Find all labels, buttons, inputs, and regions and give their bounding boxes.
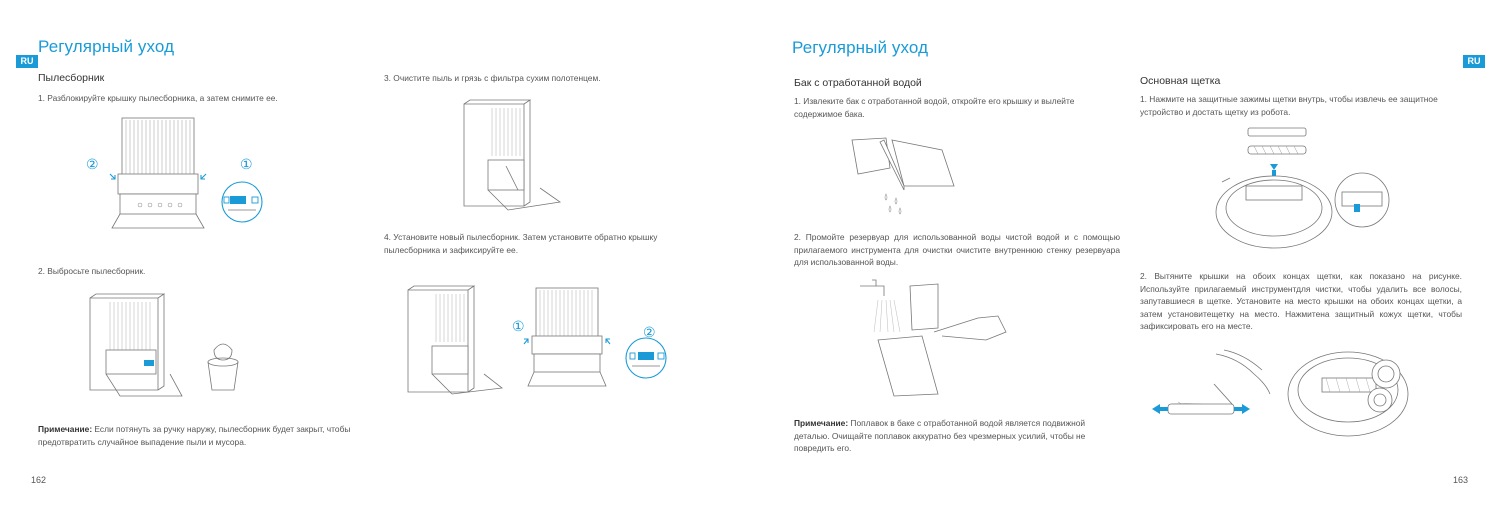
illustration-unlock-lid bbox=[109, 117, 263, 229]
section-heading-main-brush: Основная щетка bbox=[1140, 75, 1221, 87]
step-2-text: 2. Выбросьте пылесборник. bbox=[38, 266, 146, 276]
illustration-rinse-tank bbox=[860, 279, 1007, 397]
section-heading-wastewater: Бак с отработанной водой bbox=[794, 77, 922, 89]
b-step-2-text: 2. Вытяните крышки на обоих концах щетки… bbox=[1140, 271, 1462, 331]
step-3-text: 3. Очистите пыль и грязь с фильтра сухим… bbox=[384, 73, 601, 83]
callout-1-bottom-left: ① bbox=[512, 318, 525, 334]
illustration-dispose-dustbag bbox=[89, 293, 239, 397]
note-text-left: Если потянуть за ручку наружу, пылесборн… bbox=[38, 424, 351, 447]
lang-tag-right: RU bbox=[1463, 55, 1485, 68]
lang-tag-left: RU bbox=[16, 55, 38, 68]
note-left: Примечание: Если потянуть за ручку наруж… bbox=[38, 423, 368, 448]
note-label-right: Примечание: bbox=[794, 418, 849, 428]
b-step-1-text: 1. Нажмите на защитные зажимы щетки внут… bbox=[1140, 94, 1438, 117]
note-text-right: Поплавок в баке с отработанной водой явл… bbox=[794, 418, 1086, 453]
section-heading-dustbag: Пылесборник bbox=[38, 72, 105, 84]
note-right: Примечание: Поплавок в баке с отработанн… bbox=[794, 417, 1104, 455]
page-title-right: Регулярный уход bbox=[792, 38, 929, 57]
callout-2-top-left: ② bbox=[86, 156, 99, 172]
illustration-install-dustbag bbox=[407, 285, 667, 395]
callout-2-bottom-left: ② bbox=[643, 324, 656, 340]
callout-1-top-left: ① bbox=[240, 156, 253, 172]
illustration-clean-brush bbox=[1152, 349, 1409, 437]
a-step-2-text: 2. Промойте резервуар для использованной… bbox=[794, 232, 1120, 267]
illustration-remove-brush bbox=[1215, 127, 1390, 249]
a-step-1-text: 1. Извлеките бак с отработанной водой, о… bbox=[794, 96, 1075, 119]
page-number-left: 162 bbox=[31, 475, 47, 485]
page-number-right: 163 bbox=[1453, 475, 1469, 485]
illustration-clean-filter bbox=[463, 99, 562, 211]
illustration-empty-tank bbox=[851, 137, 955, 215]
page-title-left: Регулярный уход bbox=[38, 37, 175, 56]
step-4-text: 4. Установите новый пылесборник. Затем у… bbox=[384, 232, 658, 255]
note-label-left: Примечание: bbox=[38, 424, 93, 434]
step-1-text: 1. Разблокируйте крышку пылесборника, а … bbox=[38, 93, 278, 103]
